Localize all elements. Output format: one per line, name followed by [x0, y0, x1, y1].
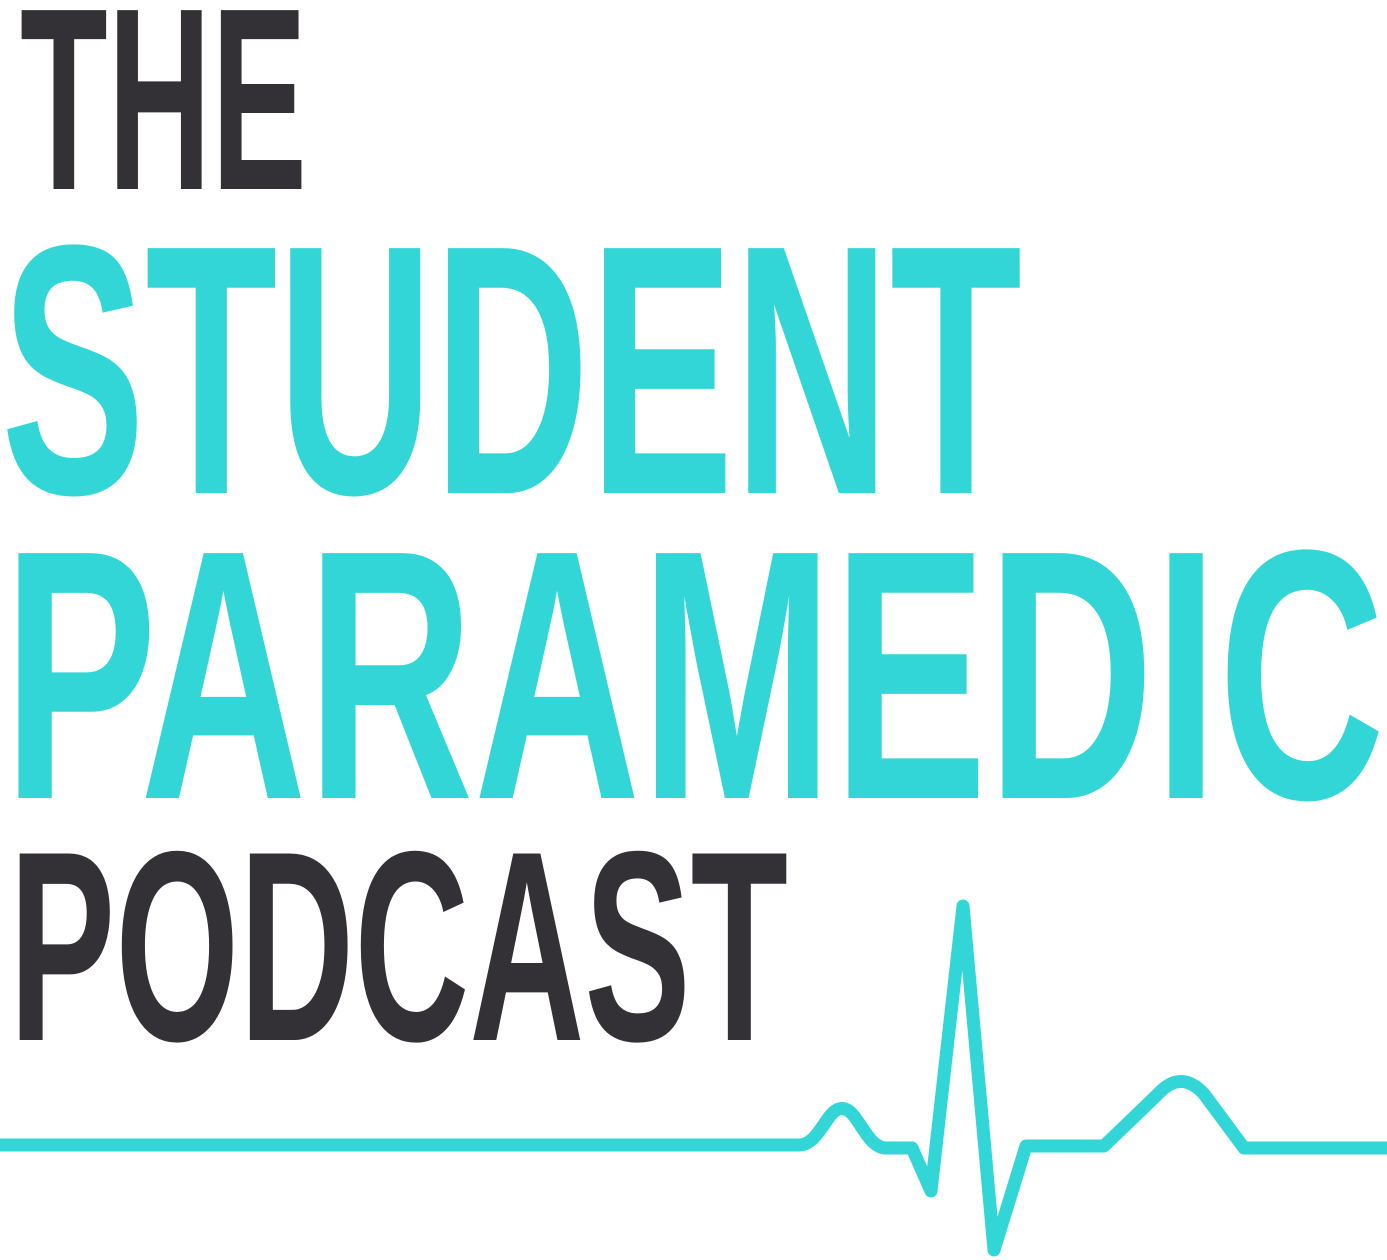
logo-word-paramedic: PARAMEDIC: [3, 477, 1385, 874]
logo-word-the: THE: [20, 0, 307, 245]
heartbeat-ekg-icon: [0, 899, 1387, 1257]
logo-word-student: STUDENT: [1, 172, 1022, 569]
logo-word-podcast: PODCAST: [9, 796, 788, 1098]
